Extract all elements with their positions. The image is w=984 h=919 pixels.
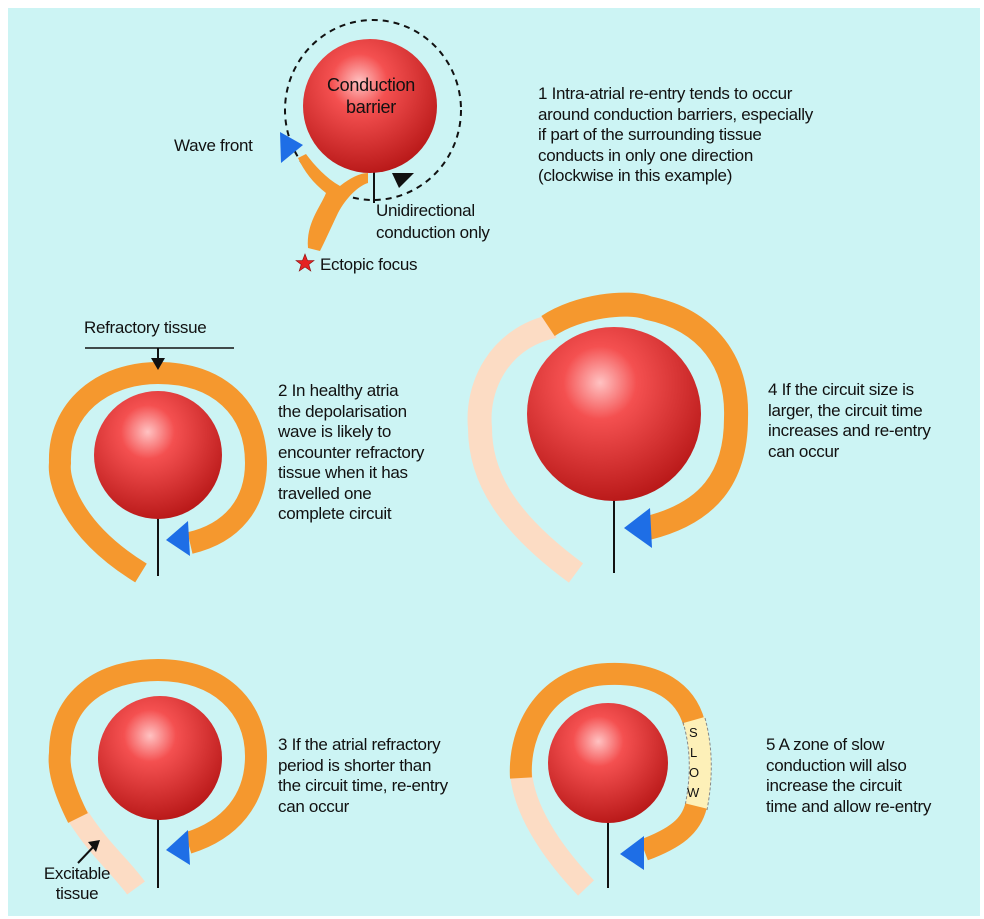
slow-letter-s: S <box>689 726 697 740</box>
slow-letter-w: W <box>687 786 699 800</box>
conduction-barrier-ball <box>527 327 701 501</box>
slow-letter-o: O <box>689 766 699 780</box>
ectopic-focus-label: Ectopic focus <box>320 255 417 276</box>
panel-5-illustration <box>521 674 711 888</box>
conduction-barrier-ball <box>548 703 668 823</box>
panel-2-caption: 2 In healthy atria the depolarisation wa… <box>278 381 478 525</box>
conduction-barrier-ball <box>94 391 222 519</box>
panel-1-caption: 1 Intra-atrial re-entry tends to occur a… <box>538 84 898 187</box>
excitable-tissue-label: Excitable tissue <box>34 864 120 904</box>
panel-3-caption: 3 If the atrial refractory period is sho… <box>278 735 508 817</box>
conduction-barrier-label: Conduction barrier <box>313 74 429 118</box>
conduction-barrier-ball <box>98 696 222 820</box>
panel-4-caption: 4 If the circuit size is larger, the cir… <box>768 380 978 462</box>
slow-letter-l: L <box>690 746 697 760</box>
wave-front-arrow <box>166 830 190 865</box>
panel-3-illustration <box>60 670 256 888</box>
refractory-tissue-label: Refractory tissue <box>84 318 206 339</box>
panel-2-illustration <box>60 348 256 576</box>
refractory-circuit-tail <box>644 806 696 850</box>
panel-5-caption: 5 A zone of slow conduction will also in… <box>766 735 976 817</box>
wave-front-arrow <box>620 836 644 870</box>
clockwise-arrowhead <box>392 173 414 188</box>
ectopic-focus-star <box>296 254 314 271</box>
panel-4-illustration <box>480 305 737 573</box>
wave-front-label: Wave front <box>174 136 253 157</box>
diagram-canvas: Conduction barrier Wave front Unidirecti… <box>8 8 980 916</box>
wave-front-arrow <box>624 508 652 548</box>
unidirectional-conduction-label: Unidirectional conduction only <box>376 200 526 244</box>
wave-front-arrow <box>166 521 190 556</box>
